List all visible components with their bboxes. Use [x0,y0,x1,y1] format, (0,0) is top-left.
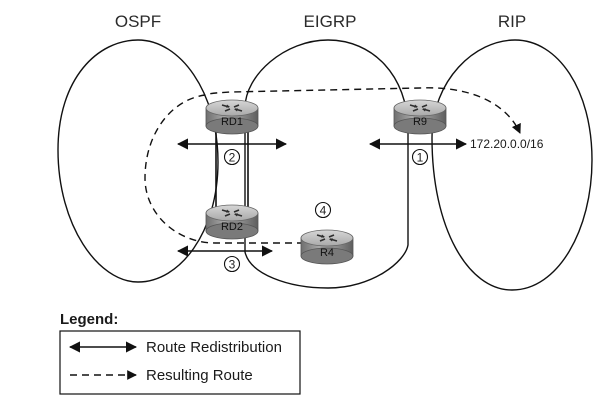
router-rd1-label: RD1 [221,116,243,128]
step-marker-3: 3 [223,255,241,273]
router-r4-label: R4 [320,247,334,259]
ospf-domain-outline [57,39,219,283]
router-rd1: RD1 [205,99,259,135]
eigrp-domain-outline [244,39,409,289]
step-marker-4: 4 [314,201,332,219]
rip-domain-outline [431,39,593,291]
destination-prefix-label: 172.20.0.0/16 [470,137,544,151]
eigrp-label: EIGRP [304,12,357,31]
step-marker-2-number: 2 [229,151,236,165]
legend-title: Legend: [60,311,118,328]
step-marker-2: 2 [223,148,241,166]
router-rd2: RD2 [205,204,259,240]
router-r4: R4 [300,229,354,265]
router-rd2-label: RD2 [221,221,243,233]
step-marker-4-number: 4 [320,204,327,218]
legend-redistribution-label: Route Redistribution [146,339,282,356]
step-marker-3-number: 3 [229,258,236,272]
resulting-route-path [144,87,521,244]
step-marker-1: 1 [411,148,429,166]
step-marker-1-number: 1 [417,151,424,165]
router-r9: R9 [393,99,447,135]
legend-resulting-label: Resulting Route [146,367,253,384]
rip-label: RIP [498,12,526,31]
ospf-label: OSPF [115,12,161,31]
router-r9-label: R9 [413,116,427,128]
